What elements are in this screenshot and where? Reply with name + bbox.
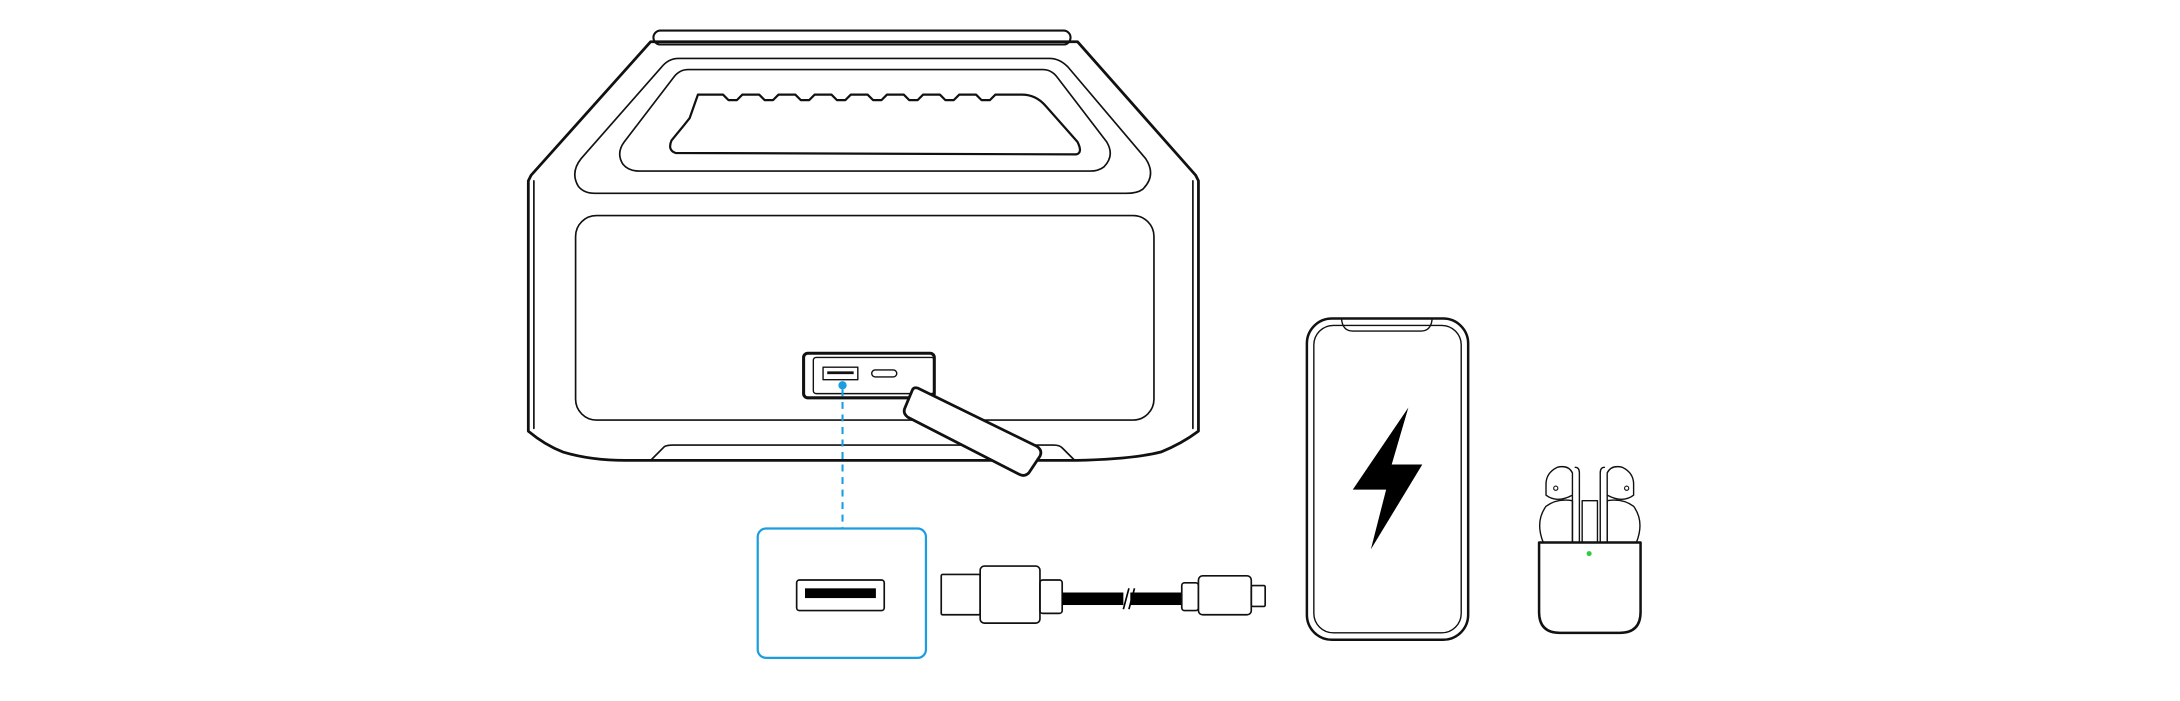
usb-a-port-detail-icon [795, 579, 886, 612]
usb-a-plug-collar [1039, 579, 1064, 615]
usb-a-port-icon[interactable] [822, 366, 859, 381]
earbud-left-speaker [1553, 485, 1559, 491]
speaker-handle-outer [574, 57, 1152, 195]
usb-c-port-icon[interactable] [871, 369, 898, 378]
phone-screen [1313, 324, 1462, 634]
phone-body [1305, 317, 1470, 642]
speaker-top-bar [652, 29, 1072, 46]
speaker-foot [649, 444, 1076, 462]
usb-a-plug-body [979, 565, 1041, 624]
speaker-body [526, 40, 1200, 462]
usb-a-port-detail-box [756, 527, 928, 659]
usb-c-plug-tip [1250, 584, 1267, 608]
earbud-left-stem [1574, 466, 1581, 544]
case-hinge [1581, 500, 1599, 544]
usb-a-port-tongue [827, 371, 854, 375]
speaker-icon [526, 29, 1200, 477]
cable-segment-left [1062, 592, 1124, 606]
earbud-right-stem [1599, 466, 1606, 544]
usb-c-plug-collar [1180, 581, 1200, 612]
case-led-indicator [1586, 551, 1592, 557]
port-panel [812, 356, 935, 395]
usb-a-plug-tip [940, 573, 981, 616]
case-lid-left [1539, 499, 1574, 544]
cable-break-mark [1122, 588, 1136, 610]
speaker-side-edges [533, 179, 1194, 430]
earbud-right-icon [1606, 465, 1635, 544]
usb-c-plug-body [1197, 574, 1253, 616]
callout-dot [838, 381, 847, 390]
case-body [1537, 541, 1642, 635]
earbud-right-speaker [1624, 485, 1630, 491]
speaker-handle-inner [618, 68, 1112, 172]
speaker-handle-grip [669, 93, 1082, 156]
usb-cable-icon [940, 565, 1267, 624]
phone-notch [1340, 319, 1433, 332]
lightning-bolt-icon [1352, 407, 1423, 550]
cable-segment-right [1130, 592, 1182, 606]
speaker-front-panel [574, 214, 1155, 421]
earbud-left-icon [1545, 465, 1574, 544]
port-cover-flap-icon[interactable] [902, 386, 1043, 477]
earbuds-case-icon [1537, 465, 1642, 635]
case-lid-right [1606, 499, 1641, 544]
smartphone-icon [1305, 317, 1470, 642]
usb-a-port-detail-tongue [804, 588, 876, 599]
